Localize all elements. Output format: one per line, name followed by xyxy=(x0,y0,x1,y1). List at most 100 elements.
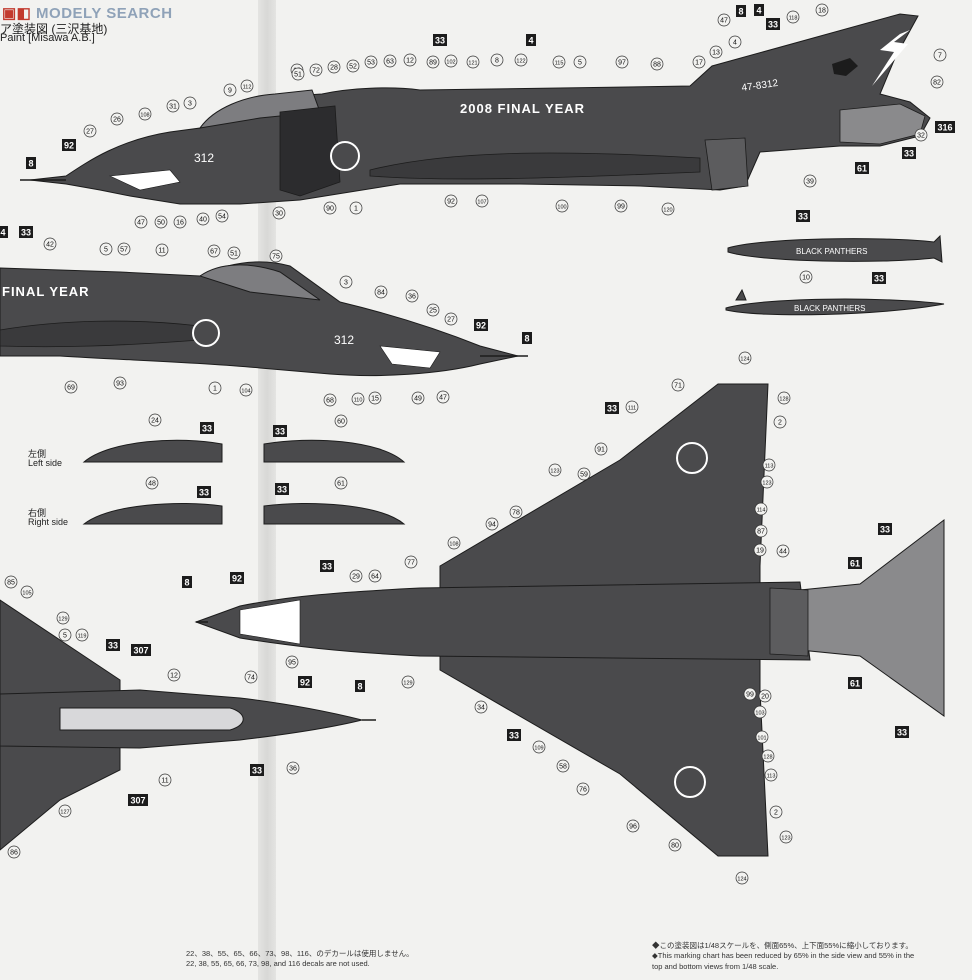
callout-number: 52 xyxy=(349,64,357,71)
decal-callout-circle: 1 xyxy=(208,381,222,395)
decal-callout-circle: 103 xyxy=(753,705,767,719)
decal-callout-circle: 74 xyxy=(244,670,258,684)
decal-callout-box: 4 xyxy=(0,226,8,238)
drop-tank-lower xyxy=(725,288,945,316)
callout-number: 33 xyxy=(322,561,332,571)
callout-number: 108 xyxy=(449,542,458,548)
decal-callout-circle: 109 xyxy=(532,740,546,754)
decal-callout-circle: 128 xyxy=(777,391,791,405)
decal-callout-circle: 75 xyxy=(269,249,283,263)
scale-note-en-2: top and bottom views from 1/48 scale. xyxy=(652,962,779,971)
decal-callout-circle: 25 xyxy=(426,303,440,317)
scale-note-en-1: ◆This marking chart has been reduced by … xyxy=(652,951,915,960)
callout-number: 59 xyxy=(580,472,588,479)
callout-number: 92 xyxy=(232,573,242,583)
callout-number: 27 xyxy=(86,129,94,136)
decal-callout-box: 316 xyxy=(935,121,955,133)
decal-callout-circle: 48 xyxy=(145,476,159,490)
callout-number: 47 xyxy=(720,18,728,25)
decal-callout-circle: 51 xyxy=(227,246,241,260)
right-side-en: Right side xyxy=(28,517,69,527)
callout-number: 97 xyxy=(618,60,626,67)
decal-callout-box: 8 xyxy=(26,157,36,169)
callout-number: 42 xyxy=(46,242,54,249)
callout-number: 61 xyxy=(850,678,860,688)
decal-callout-circle: 71 xyxy=(671,378,685,392)
decal-callout-circle: 1 xyxy=(349,201,363,215)
callout-number: 33 xyxy=(21,227,31,237)
decal-callout-box: 33 xyxy=(902,147,916,159)
callout-number: 31 xyxy=(169,104,177,111)
decal-callout-circle: 99 xyxy=(743,687,757,701)
callout-number: 118 xyxy=(789,16,798,22)
callout-number: 71 xyxy=(674,383,682,390)
decal-callout-circle: 93 xyxy=(113,376,127,390)
callout-number: 19 xyxy=(756,548,764,555)
decal-callout-circle: 34 xyxy=(474,700,488,714)
right-side-jp: 右側 xyxy=(28,508,47,518)
intake-light xyxy=(279,105,341,197)
decal-callout-circle: 67 xyxy=(207,244,221,258)
watermark: ▣◧ MODELY SEARCH xyxy=(2,4,173,22)
decal-callout-circle: 101 xyxy=(755,730,769,744)
decal-callout-box: 33 xyxy=(766,18,780,30)
decal-callout-circle: 64 xyxy=(368,569,382,583)
callout-number: 25 xyxy=(429,308,437,315)
callout-number: 58 xyxy=(559,764,567,771)
callout-number: 87 xyxy=(757,529,765,536)
callout-number: 92 xyxy=(64,140,74,150)
callout-number: 113 xyxy=(765,464,774,470)
nose-number-2: 312 xyxy=(334,333,354,347)
callout-number: 307 xyxy=(133,645,148,655)
callout-number: 1 xyxy=(354,206,358,213)
decal-callout-circle: 10 xyxy=(799,270,813,284)
callout-number: 103 xyxy=(755,711,764,717)
callout-number: 28 xyxy=(330,65,338,72)
callout-number: 104 xyxy=(241,389,250,395)
callout-number: 124 xyxy=(740,357,749,363)
decal-callout-circle: 51 xyxy=(291,67,305,81)
callout-number: 12 xyxy=(170,673,178,680)
callout-number: 84 xyxy=(377,290,385,297)
decal-callout-box: 61 xyxy=(848,677,862,689)
decal-callout-circle: 49 xyxy=(411,391,425,405)
decal-callout-circle: 16 xyxy=(173,215,187,229)
decal-callout-box: 4 xyxy=(526,34,536,46)
callout-number: 2 xyxy=(778,420,782,427)
decal-callout-box: 92 xyxy=(230,572,244,584)
decal-callout-circle: 102 xyxy=(444,54,458,68)
callout-number: 112 xyxy=(243,85,252,91)
callout-number: 33 xyxy=(277,484,287,494)
decal-callout-circle: 76 xyxy=(576,782,590,796)
sharkmouth xyxy=(108,169,181,191)
tail-lightning xyxy=(872,30,910,86)
decal-callout-box: 8 xyxy=(736,5,746,17)
fuselage-text: 2008 FINAL YEAR xyxy=(460,101,585,116)
decal-callout-box: 8 xyxy=(355,680,365,692)
decal-callout-circle: 91 xyxy=(594,442,608,456)
decal-callout-circle: 13 xyxy=(709,45,723,59)
callout-number: 33 xyxy=(874,273,884,283)
callout-number: 4 xyxy=(528,35,533,45)
decal-callout-circle: 92 xyxy=(444,194,458,208)
callout-number: 63 xyxy=(386,59,394,66)
canopy-2 xyxy=(198,264,321,301)
decal-callout-circle: 124 xyxy=(735,871,749,885)
callout-number: 5 xyxy=(63,633,67,640)
decal-callout-box: 8 xyxy=(522,332,532,344)
nose-number: 312 xyxy=(194,151,214,165)
exhaust-nozzle xyxy=(704,137,749,191)
callout-number: 8 xyxy=(184,577,189,587)
decal-callout-circle: 27 xyxy=(83,124,97,138)
decal-callout-box: 33 xyxy=(796,210,810,222)
callout-number: 33 xyxy=(275,426,285,436)
tank-text-lower: BLACK PANTHERS xyxy=(794,304,865,313)
callout-number: 24 xyxy=(151,418,159,425)
decal-callout-circle: 29 xyxy=(349,569,363,583)
callout-number: 74 xyxy=(247,675,255,682)
decal-callout-circle: 77 xyxy=(404,555,418,569)
decal-callout-box: 92 xyxy=(474,319,488,331)
callout-number: 100 xyxy=(557,205,566,211)
